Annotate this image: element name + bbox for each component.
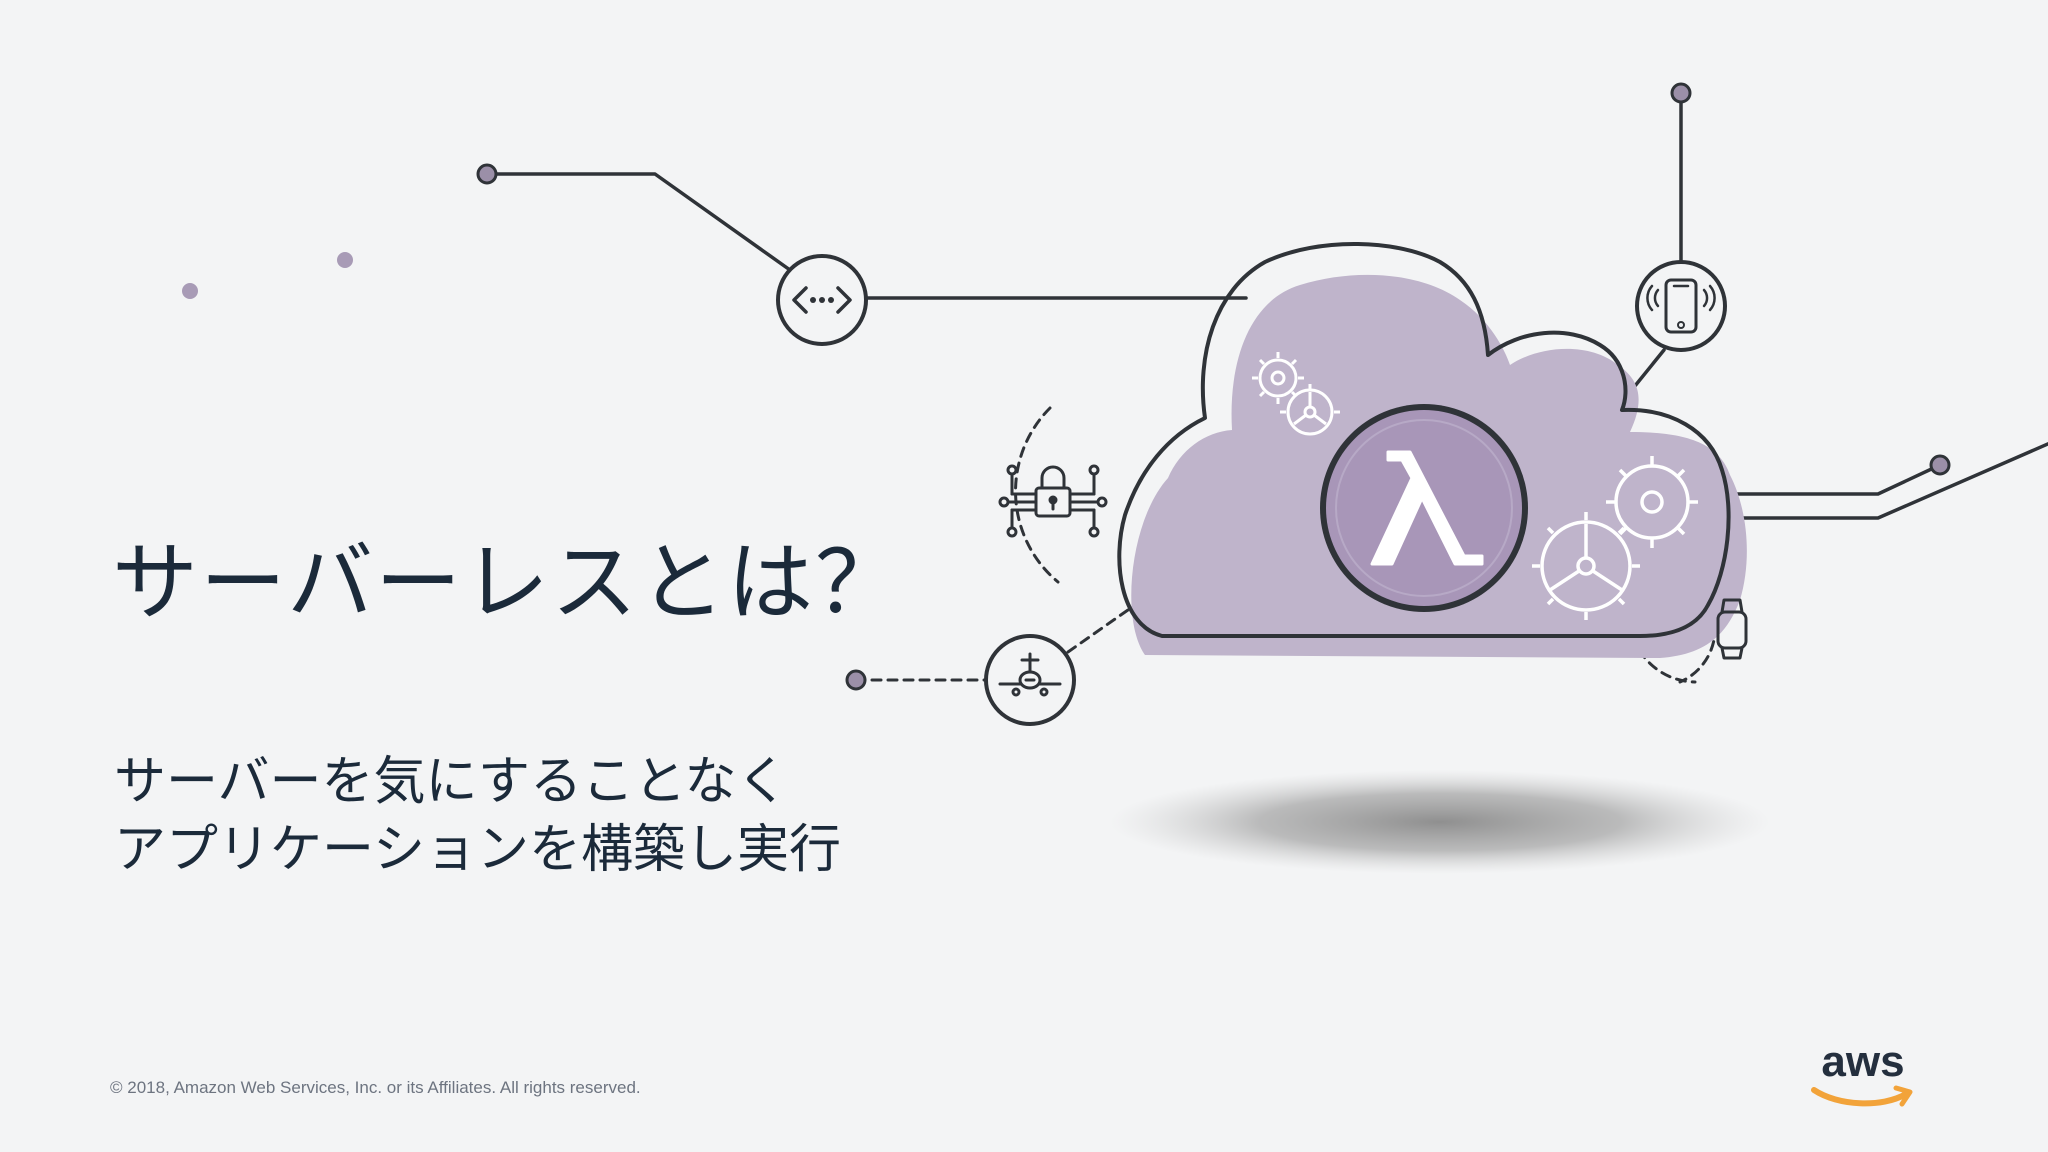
- cloud-icon: [1117, 242, 1731, 638]
- subtitle-line-2: アプリケーションを構築し実行: [114, 820, 841, 880]
- endpoint-dot: [1670, 82, 1692, 104]
- slide-title: サーバーレスとは？: [112, 533, 904, 633]
- smartwatch-icon: [1716, 598, 1748, 660]
- copyright-notice: © 2018, Amazon Web Services, Inc. or its…: [110, 1078, 641, 1097]
- endpoint-dot: [476, 163, 498, 185]
- gear-icon: [1532, 512, 1640, 620]
- aws-smile-icon: [1811, 1085, 1913, 1107]
- connector-airplane-cloud: [1066, 596, 1147, 654]
- subtitle-line-1: サーバーを気にすることなく: [114, 752, 789, 812]
- lock-dashed-arc: [1014, 406, 1060, 584]
- floating-dot: [337, 252, 353, 268]
- connector-right-lower: [1716, 441, 2048, 520]
- connector-api-top: [485, 172, 792, 272]
- airplane-icon: [984, 634, 1076, 726]
- lock-network-icon: [998, 464, 1108, 538]
- floating-dot: [182, 283, 198, 299]
- connector-right: [1716, 463, 1942, 496]
- gear-icon: [1280, 384, 1340, 436]
- cloud-shadow: [1110, 770, 1770, 874]
- endpoint-dot: [845, 669, 867, 691]
- watch-dashed-arc-inner: [1628, 618, 1697, 684]
- gear-icon: [1252, 352, 1304, 404]
- endpoint-dot: [1929, 454, 1951, 476]
- aws-logo-text: aws: [1821, 1037, 1905, 1086]
- mobile-phone-icon: [1635, 260, 1727, 352]
- api-icon: [776, 254, 868, 346]
- aws-logo: aws: [1808, 1040, 1918, 1114]
- lambda-icon: [1370, 450, 1484, 566]
- lambda-badge: [1320, 404, 1528, 612]
- slide-subtitle: サーバーを気にすることなく アプリケーションを構築し実行: [114, 748, 841, 884]
